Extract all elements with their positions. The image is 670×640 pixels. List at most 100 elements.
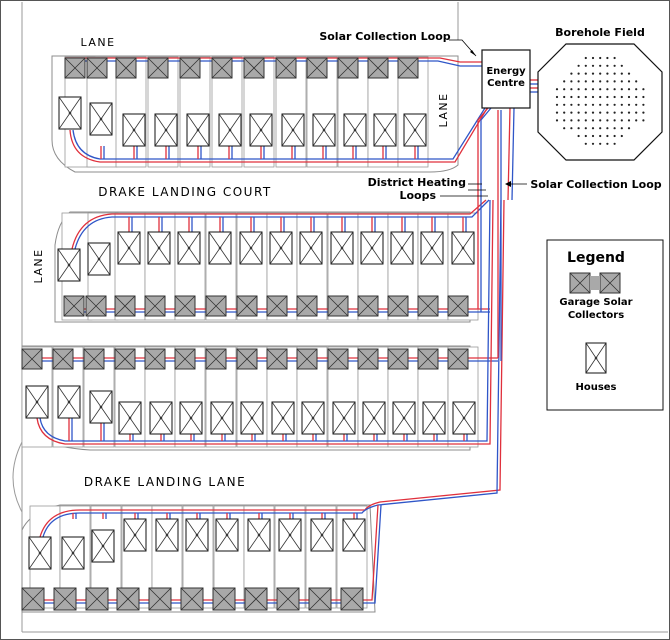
legend-garage-label-1: Garage Solar — [559, 297, 632, 308]
house — [179, 401, 203, 435]
house — [177, 231, 201, 265]
house — [392, 401, 416, 435]
supply-pipe — [36, 199, 494, 445]
legend-box — [546, 239, 664, 411]
borehole — [577, 119, 580, 122]
garage-solar-collector — [417, 348, 439, 370]
borehole — [591, 134, 595, 138]
garage-solar-collector — [357, 295, 379, 317]
garage-solar-collector — [174, 348, 196, 370]
borehole — [613, 56, 616, 60]
borehole — [584, 88, 587, 91]
borehole — [563, 80, 566, 83]
borehole — [599, 103, 602, 106]
borehole — [606, 80, 609, 83]
district-heating-label-1: District Heating — [368, 176, 466, 189]
borehole — [620, 134, 623, 138]
garage-solar-collector — [144, 348, 166, 370]
supply-pipe — [71, 199, 487, 250]
borehole — [613, 127, 616, 130]
house — [149, 401, 173, 435]
return-pipe — [39, 199, 491, 442]
borehole — [635, 80, 638, 83]
house — [422, 401, 446, 435]
borehole — [577, 127, 580, 130]
house — [89, 102, 113, 136]
house — [312, 113, 336, 147]
borehole — [584, 119, 587, 122]
borehole — [563, 111, 566, 114]
borehole — [570, 127, 573, 130]
borehole — [606, 95, 609, 99]
return-pipe — [42, 199, 502, 538]
house — [269, 231, 293, 265]
borehole — [642, 119, 645, 122]
borehole — [627, 127, 631, 130]
garage-solar-collector — [114, 348, 136, 370]
energy-centre-label-2: Centre — [487, 78, 525, 89]
garage-solar-collector — [180, 587, 204, 611]
borehole — [642, 88, 645, 91]
borehole-field-label: Borehole Field — [555, 26, 645, 39]
house — [218, 113, 242, 147]
district-heating-label-2: Loops — [399, 189, 436, 202]
return-pipe — [480, 107, 492, 312]
house — [185, 518, 209, 552]
garage-solar-collector — [244, 587, 268, 611]
garage-solar-collector — [296, 348, 318, 370]
borehole — [620, 80, 623, 83]
house — [403, 113, 427, 147]
garage-solar-collector — [52, 348, 74, 370]
borehole — [606, 134, 609, 138]
borehole — [620, 64, 623, 67]
garage-solar-collector — [148, 587, 172, 611]
borehole — [635, 103, 638, 106]
borehole — [620, 72, 623, 75]
borehole — [591, 119, 595, 122]
borehole — [620, 103, 623, 106]
borehole — [606, 56, 609, 60]
borehole — [591, 56, 595, 60]
house — [154, 113, 178, 147]
garage-solar-collector — [21, 348, 43, 370]
house — [373, 113, 397, 147]
garage-solar-collector — [569, 272, 591, 294]
lane-label-right: LANE — [437, 92, 450, 127]
house — [117, 231, 141, 265]
garage-solar-collector — [337, 57, 359, 79]
borehole — [599, 95, 602, 99]
borehole — [570, 72, 573, 75]
borehole — [584, 127, 587, 130]
house — [585, 342, 607, 374]
house — [330, 231, 354, 265]
house — [58, 96, 82, 130]
borehole — [635, 119, 638, 122]
house — [299, 231, 323, 265]
garage-solar-collector — [85, 587, 109, 611]
borehole — [627, 72, 631, 75]
borehole — [606, 88, 609, 91]
lane-label-left: LANE — [32, 248, 45, 283]
house — [278, 518, 302, 552]
borehole — [555, 103, 559, 106]
borehole — [577, 95, 580, 99]
garage-solar-collector — [114, 295, 136, 317]
house — [240, 401, 264, 435]
return-pipe — [511, 107, 515, 201]
borehole — [606, 142, 609, 145]
arrow-head — [470, 50, 476, 56]
house — [123, 518, 147, 552]
borehole — [606, 127, 609, 130]
house — [208, 231, 232, 265]
borehole — [627, 88, 631, 91]
borehole — [606, 111, 609, 114]
borehole — [627, 111, 631, 114]
borehole — [570, 119, 573, 122]
garage-solar-collector — [397, 57, 419, 79]
borehole — [563, 88, 566, 91]
garage-solar-collector — [63, 295, 85, 317]
garage-solar-collector — [205, 295, 227, 317]
borehole — [555, 111, 559, 114]
borehole — [606, 64, 609, 67]
borehole — [620, 95, 623, 99]
